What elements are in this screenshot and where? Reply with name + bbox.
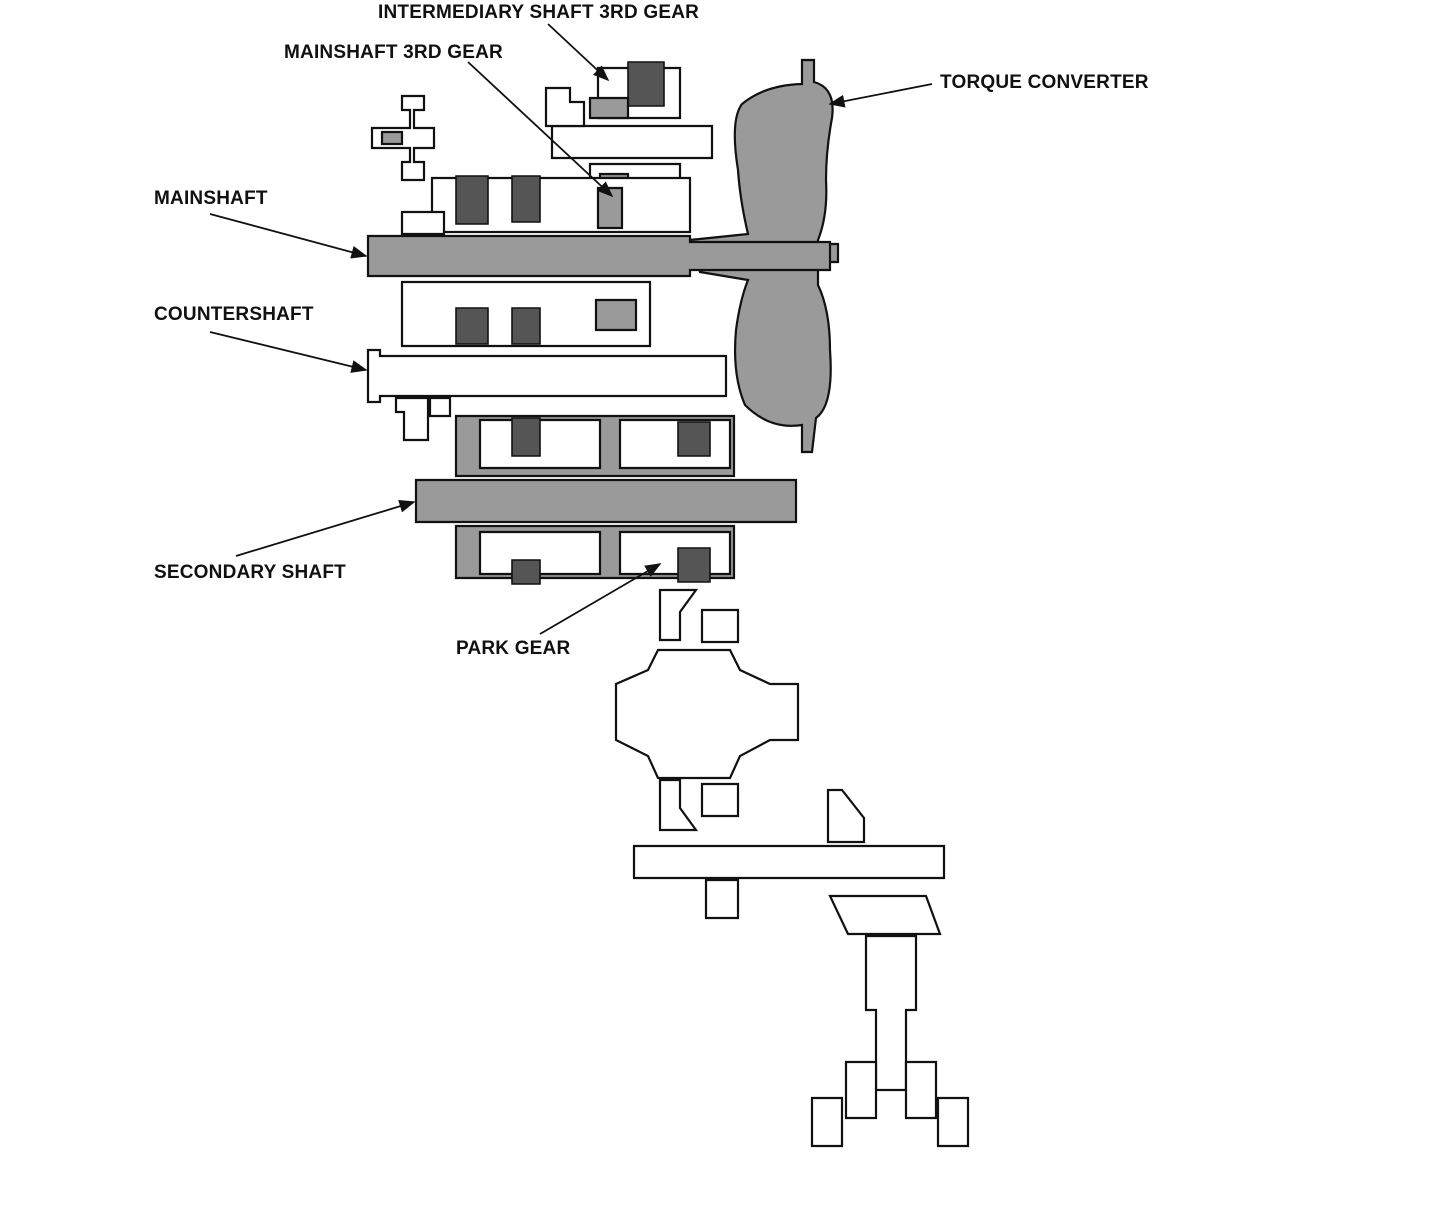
leader-lines xyxy=(209,23,933,635)
leader-mainshaft-3rd xyxy=(467,61,614,198)
label-park-gear: PARK GEAR xyxy=(456,638,571,659)
label-mainshaft: MAINSHAFT xyxy=(154,188,268,209)
leader-mainshaft xyxy=(209,213,368,259)
idler-gear xyxy=(370,94,436,182)
secondary-shaft xyxy=(414,478,798,524)
leader-countershaft xyxy=(209,331,368,373)
mainshaft xyxy=(366,234,840,278)
secondary-clutch-housing xyxy=(454,414,736,585)
countershaft xyxy=(366,348,728,442)
label-mainshaft-3rd-gear: MAINSHAFT 3RD GEAR xyxy=(284,42,503,63)
label-countershaft: COUNTERSHAFT xyxy=(154,304,314,325)
leader-intermediary-3rd xyxy=(547,23,610,82)
leader-secondary-shaft xyxy=(235,500,416,557)
final-drive-differential xyxy=(614,588,946,920)
mainshaft-gear-set xyxy=(400,175,692,348)
label-intermediary-shaft-3rd-gear: INTERMEDIARY SHAFT 3RD GEAR xyxy=(378,2,700,23)
label-torque-converter: TORQUE CONVERTER xyxy=(940,72,1149,93)
label-secondary-shaft: SECONDARY SHAFT xyxy=(154,562,346,583)
leader-torque-converter xyxy=(828,83,933,108)
bevel-gear-output xyxy=(810,788,970,1148)
leader-park-gear xyxy=(539,563,662,635)
